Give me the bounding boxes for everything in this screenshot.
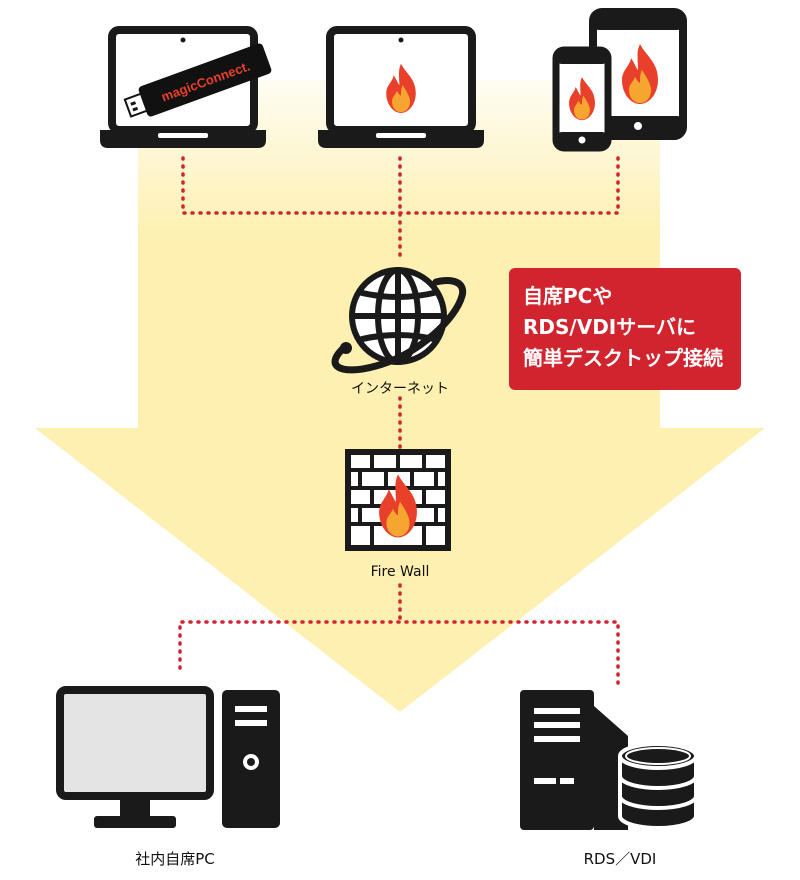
office-pc-label: 社内自席PC: [135, 850, 215, 868]
laptop-icon: [318, 26, 484, 148]
feature-callout: 自席PCや RDS/VDIサーバに 簡単デスクトップ接続: [509, 268, 741, 390]
internet-label: インターネット: [351, 381, 449, 397]
connector-lines: [178, 156, 620, 692]
office-desktop-pc-icon: [56, 686, 280, 828]
server-database-icon: [520, 690, 698, 830]
rds-vdi-label: RDS／VDI: [583, 850, 657, 868]
tablet-smartphone-icon: [552, 8, 687, 152]
flow-arrow: [35, 80, 765, 712]
callout-line-2: RDS/VDIサーバに: [523, 315, 697, 339]
firewall-icon: [345, 449, 451, 551]
callout-line-3: 簡単デスクトップ接続: [523, 346, 723, 370]
firewall-label: Fire Wall: [370, 564, 430, 580]
callout-line-1: 自席PCや: [523, 284, 613, 308]
internet-globe-icon: [331, 267, 467, 374]
laptop-usb-icon: magicConnect.: [100, 26, 272, 148]
